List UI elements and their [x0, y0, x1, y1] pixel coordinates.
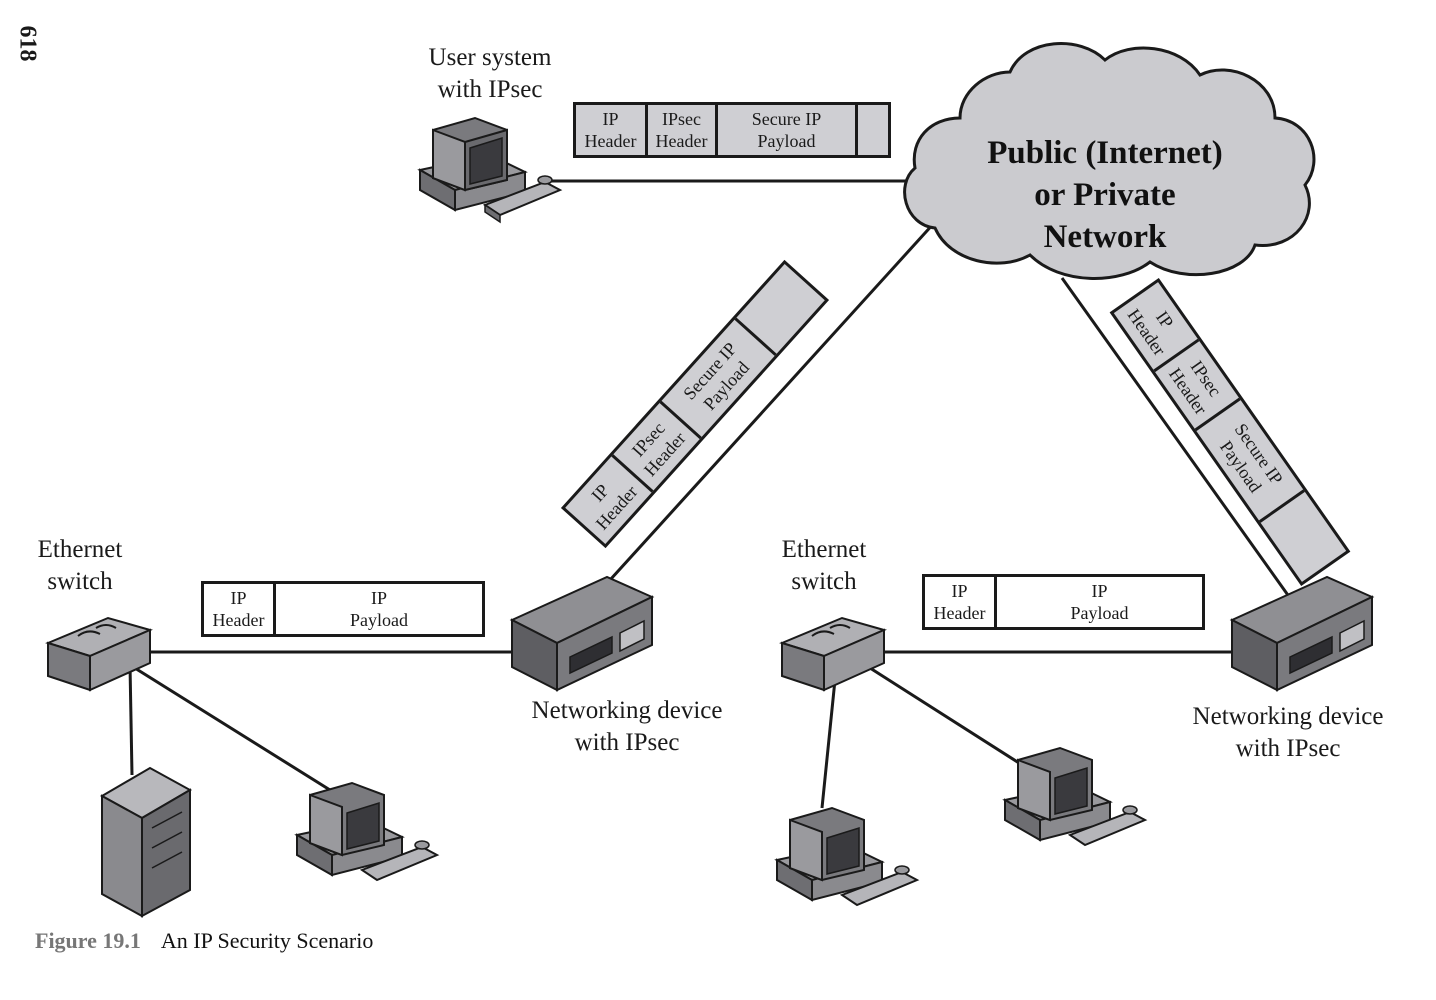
device-left-label-line1: Networking device: [531, 697, 723, 724]
figure-caption: Figure 19.1 An IP Security Scenario: [35, 928, 373, 954]
user-system-label-line1: User system: [428, 44, 552, 71]
cloud-label-line2: or Private: [1034, 177, 1176, 213]
device-right-label-line1: Networking device: [1192, 703, 1384, 730]
ethernet-switch-right-icon: [779, 616, 887, 692]
server-tower-icon: [99, 766, 193, 918]
link-device-left-to-cloud: [608, 220, 937, 582]
link-switch-left-to-pc: [129, 663, 331, 792]
link-switch-right-to-pc1: [820, 669, 838, 809]
figure-number: Figure 19.1: [35, 928, 141, 953]
network-cloud-icon: [903, 42, 1316, 280]
ethernet-switch-left-label: Ethernet switch: [20, 534, 140, 598]
links: [128, 179, 1292, 809]
ethernet-switch-right-label: Ethernet switch: [764, 534, 884, 598]
workstation-left-icon: [294, 781, 440, 882]
cloud-label-line3: Network: [1043, 219, 1167, 255]
switch-left-label-line1: Ethernet: [37, 536, 123, 563]
switch-right-label-line2: switch: [791, 568, 857, 595]
page-number: 618: [14, 25, 41, 62]
user-system-label-line2: with IPsec: [437, 76, 543, 103]
workstation-right-1-icon: [774, 806, 920, 907]
figure-title: An IP Security Scenario: [160, 928, 374, 953]
cloud-label: Public (Internet) or Private Network: [930, 132, 1280, 258]
packet-tail: [858, 105, 888, 155]
device-left-label-line2: with IPsec: [574, 729, 680, 756]
user-system-label: User system with IPsec: [400, 42, 580, 106]
ethernet-switch-left-icon: [45, 616, 153, 692]
networking-device-left-label: Networking device with IPsec: [512, 695, 742, 759]
networking-device-right-icon: [1229, 575, 1375, 692]
switch-right-label-line1: Ethernet: [781, 536, 867, 563]
networking-device-left-icon: [509, 575, 655, 692]
device-right-label-line2: with IPsec: [1235, 735, 1341, 762]
workstation-right-2-icon: [1002, 746, 1148, 847]
link-cloud-to-device-right: [1060, 277, 1292, 599]
link-switch-left-to-server: [128, 664, 134, 776]
user-system-pc-icon: [417, 116, 563, 224]
networking-device-right-label: Networking device with IPsec: [1173, 701, 1403, 765]
link-switch-right-to-pc2: [869, 666, 1031, 772]
cloud-label-line1: Public (Internet): [987, 135, 1223, 171]
switch-left-label-line2: switch: [47, 568, 113, 595]
